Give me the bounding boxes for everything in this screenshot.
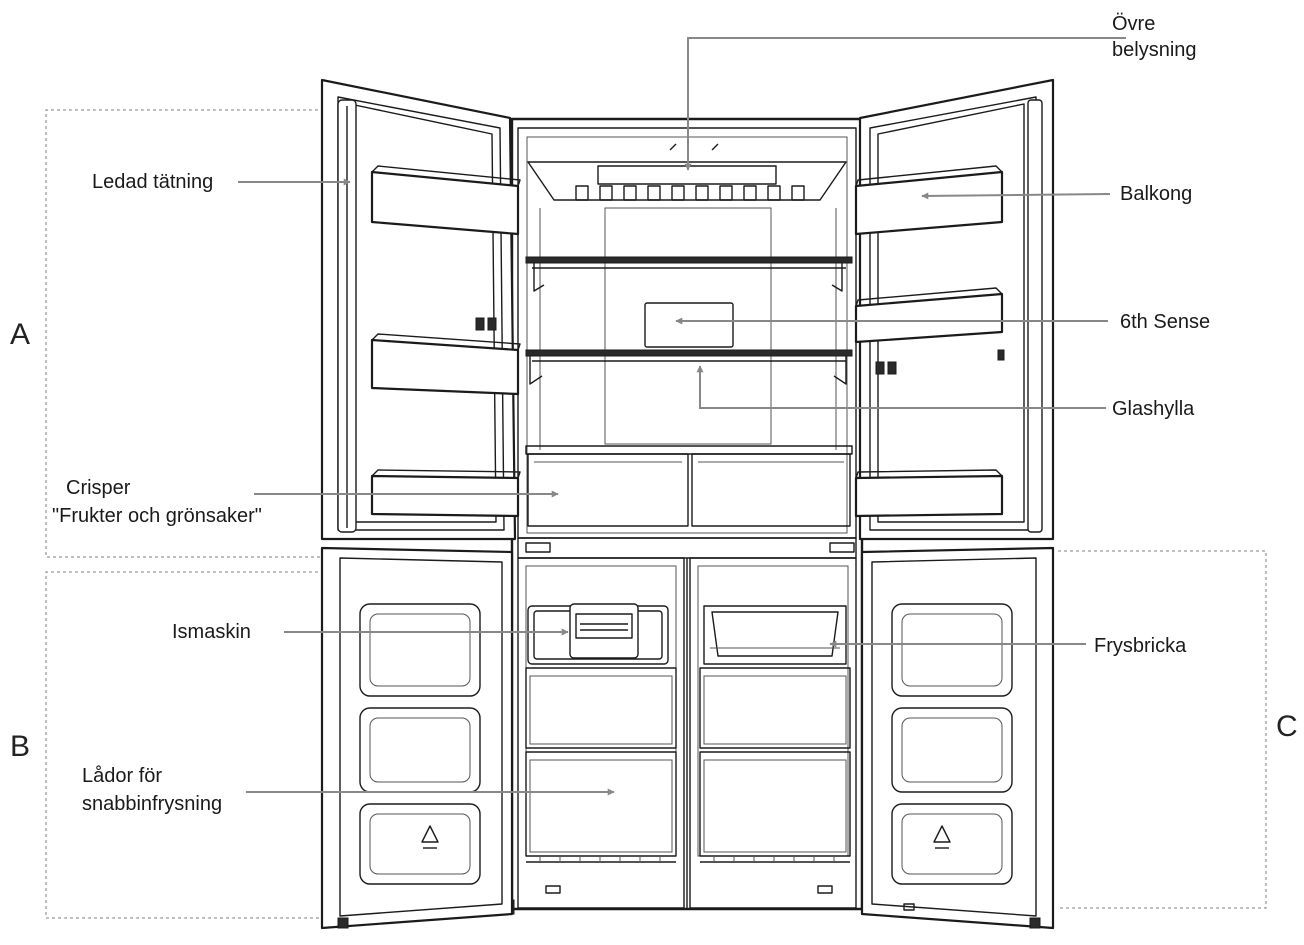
leader-glashylla [696,365,1106,409]
label-6th-sense: 6th Sense [1120,311,1210,333]
quick-freeze-drawer-left [525,751,677,857]
label-crisper-line2: "Frukter och grönsaker" [52,505,262,527]
section-frames [45,109,1267,919]
right-upper-door [854,78,1055,541]
sense-module [644,302,734,348]
glass-shelf-lower [525,349,853,385]
fridge-compartment [517,127,857,539]
label-crisper-line1: Crisper [66,477,131,499]
section-b-frame [45,571,320,919]
leader-ovre-belysning [684,37,1126,171]
label-ovre-line2: belysning [1112,39,1197,61]
ice-maker [527,603,669,665]
label-balkong: Balkong [1120,183,1192,205]
labels: Övre belysning Ledad tätning Balkong 6th… [10,13,1298,815]
label-lador-line2: snabbinfrysning [82,793,222,815]
section-label-b: B [10,730,30,763]
label-lador-line1: Lådor för [82,765,162,787]
left-upper-door [320,78,521,541]
freezer-tray [703,605,847,665]
label-ovre-line1: Övre [1112,13,1155,35]
label-glashylla: Glashylla [1112,398,1195,420]
freezer-drawers [525,667,851,863]
crisper-drawer-left [527,453,689,527]
right-lower-door [860,546,1055,930]
leader-arrows [238,37,1126,796]
label-ismaskin: Ismaskin [172,621,251,643]
section-label-c: C [1276,710,1298,743]
recycle-icon-left-door [421,825,439,849]
label-frysbricka: Frysbricka [1094,635,1187,657]
fridge-cabinet [499,117,877,915]
recycle-icon-right-door [933,825,951,849]
label-ledad-tatning: Ledad tätning [92,171,213,193]
section-c-frame [1058,550,1267,909]
leader-balkong [921,192,1111,200]
section-label-a: A [10,318,30,351]
crisper-drawers [525,445,853,527]
glass-shelf-upper [525,256,853,292]
quick-freeze-drawer-right [699,751,851,857]
left-lower-door [320,546,514,930]
crisper-drawer-right [691,453,851,527]
